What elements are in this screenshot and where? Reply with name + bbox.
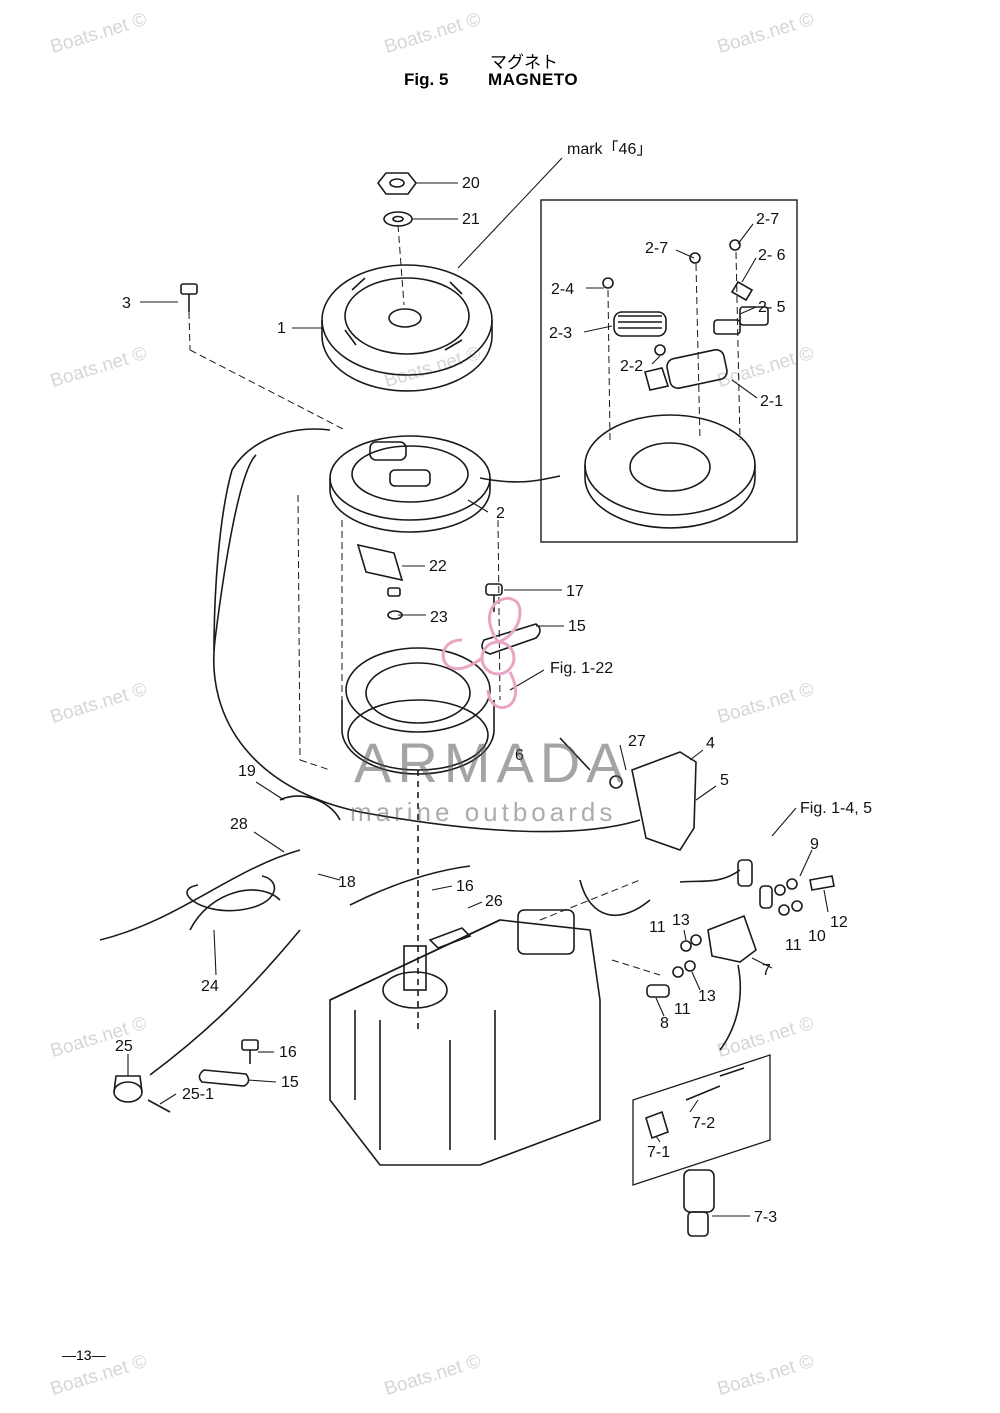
callout-25-1: 25-1 [182,1086,214,1103]
inset-box [540,199,798,543]
callout-fig-1-22: Fig. 1-22 [550,660,613,677]
callout-1: 1 [277,320,286,337]
callout-17: 17 [566,583,584,600]
brand-tagline: marine outboards [350,797,617,827]
spark-plug-cap-part [646,859,835,998]
armada-logo-icon [441,596,522,709]
stator-part [329,435,491,533]
callout-6: 6 [515,747,524,764]
callout-2-7: 2-7 [645,240,668,257]
callout-16: 16 [456,878,474,895]
callout-20: 20 [462,175,480,192]
washer-part [383,211,413,227]
callout-7-3: 7-3 [754,1209,777,1226]
callout-mark: mark「46」 [567,140,652,158]
callout-19: 19 [238,763,256,780]
nut-part [376,172,418,195]
callout-5: 5 [720,772,729,789]
page-number: —13— [62,1347,106,1363]
callout-2-2: 2-2 [620,358,643,375]
callout-7-2: 7-2 [692,1115,715,1132]
brand-name: ARMADA [354,731,630,794]
screw-part [387,587,403,620]
callout-16: 16 [279,1044,297,1061]
callout-fig-1-4-5: Fig. 1-4, 5 [800,800,872,817]
base-ring-part [341,647,495,1030]
callout-21: 21 [462,211,480,228]
callout-4: 4 [706,735,715,752]
callout-12: 12 [830,914,848,931]
callout-11: 11 [674,1001,691,1018]
flywheel-part [321,264,493,392]
callout-13: 13 [672,912,690,929]
callout-22: 22 [429,558,447,575]
alignment-lines [188,224,741,976]
engine-block-part [329,909,601,1166]
callout-24: 24 [201,978,219,995]
callout-28: 28 [230,816,248,833]
callout-2-3: 2-3 [549,325,572,342]
leader-lines [127,157,829,1217]
callout-2-6: 2- 6 [758,247,786,264]
plate-part [481,623,541,655]
callout-2-1: 2-1 [760,393,783,410]
figure-number: Fig. 5 [404,70,449,89]
callout-18: 18 [338,874,356,891]
callout-26: 26 [485,893,503,910]
callout-27: 27 [628,733,646,750]
callout-7: 7 [762,962,771,979]
bolt-part [485,583,503,612]
callout-15: 15 [281,1074,299,1091]
spark-plug-inset [632,1054,771,1237]
figure-title: MAGNETO [488,70,579,89]
callout-labels: mark「46」 20 21 3 1 2-7 2-7 2- 6 2-4 2- 5… [115,140,872,1226]
callout-2: 2 [496,505,505,522]
callout-2-4: 2-4 [551,281,574,298]
bolt-part [180,283,198,312]
callout-2-5: 2- 5 [758,299,786,316]
callout-13: 13 [698,988,716,1005]
callout-2-7: 2-7 [756,211,779,228]
ignition-coil-part [559,737,697,851]
callout-9: 9 [810,836,819,853]
wire-harness [99,428,742,1076]
callout-3: 3 [122,295,131,312]
callout-11: 11 [785,937,802,954]
callout-10: 10 [808,928,826,945]
callout-7-1: 7-1 [647,1144,670,1161]
callout-15: 15 [568,618,586,635]
callout-25: 25 [115,1038,133,1055]
bracket-part [356,543,404,582]
title-japanese: マグネト [490,53,558,73]
callout-11: 11 [649,919,666,936]
callout-23: 23 [430,609,448,626]
callout-8: 8 [660,1015,669,1032]
drawing-parts [99,157,835,1237]
